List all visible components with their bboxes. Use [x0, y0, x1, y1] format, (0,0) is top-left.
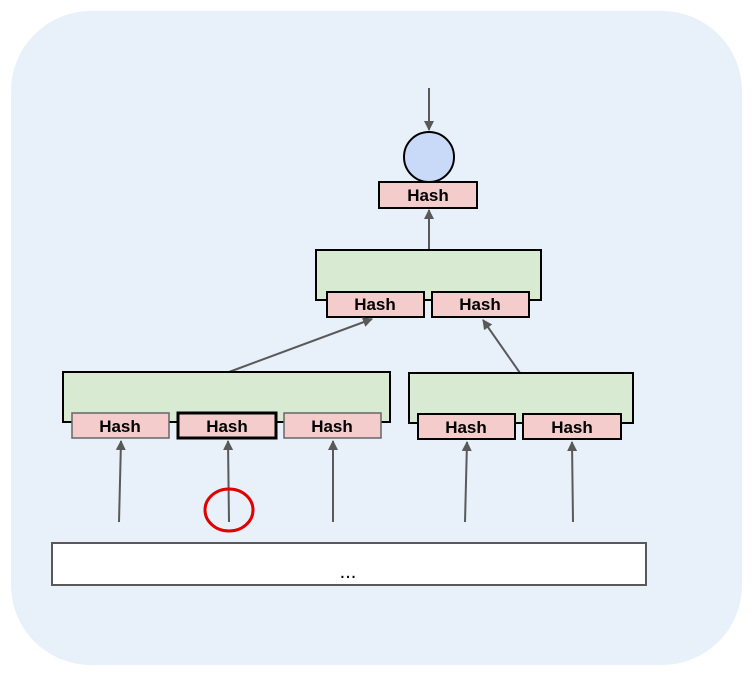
- root-hash-box: Hash: [378, 181, 478, 209]
- level1-hash-box-2: Hash: [431, 291, 530, 318]
- data-block: [51, 542, 647, 586]
- data-arrow-1: [115, 440, 126, 523]
- data-arrow-4: [461, 441, 472, 523]
- level1-hash-label-2: Hash: [459, 295, 501, 314]
- level2-left-hash-label-1: Hash: [99, 417, 141, 436]
- data-arrow-5: [567, 441, 578, 523]
- level2-left-hash-label-3: Hash: [311, 417, 353, 436]
- right-node-to-level1-arrow: [482, 319, 521, 374]
- level2-right-hash-box-2: Hash: [522, 413, 622, 440]
- level1-hash-label-1: Hash: [354, 295, 396, 314]
- root-hash-label: Hash: [407, 186, 449, 205]
- level2-left-hash-box-1: Hash: [71, 412, 170, 439]
- level2-right-hash-label-2: Hash: [551, 418, 593, 437]
- data-block-label: ...: [340, 561, 357, 583]
- left-node-to-level1-arrow: [228, 317, 373, 373]
- level2-right-hash-label-1: Hash: [445, 418, 487, 437]
- level2-right-hash-box-1: Hash: [417, 413, 516, 440]
- level2-left-hash-box-2-highlighted: Hash: [176, 411, 278, 440]
- level2-left-hash-box-3: Hash: [283, 412, 382, 439]
- data-arrow-2: [223, 440, 234, 523]
- root-circle: [403, 131, 455, 183]
- level1-hash-box-1: Hash: [326, 291, 425, 318]
- level2-left-hash-label-2: Hash: [206, 417, 248, 436]
- highlight-circle: [203, 487, 255, 533]
